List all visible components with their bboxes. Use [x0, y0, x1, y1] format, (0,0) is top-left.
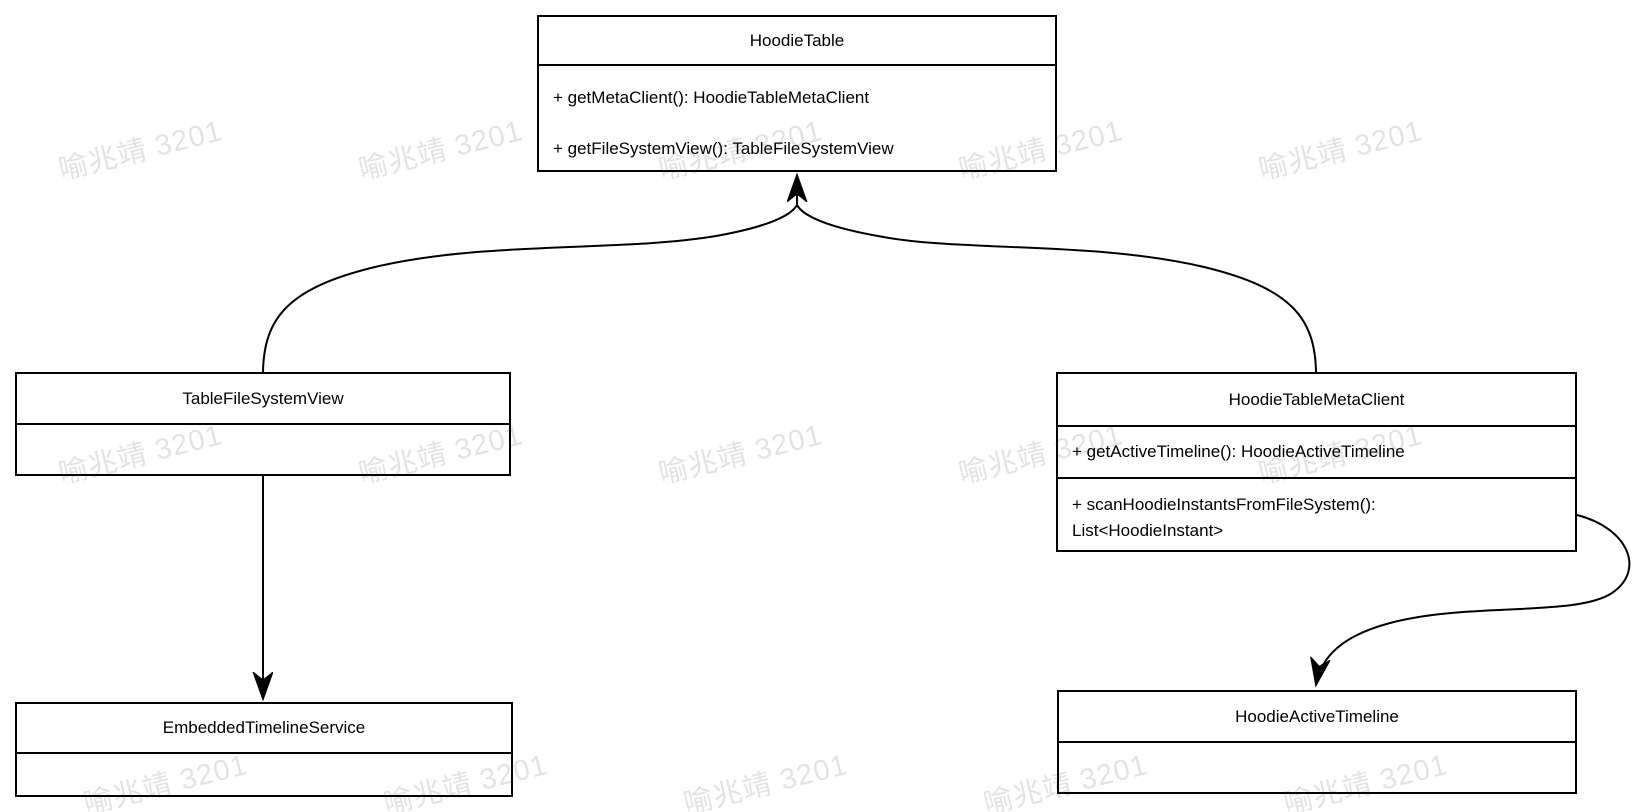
class-embedded-timeline-service: EmbeddedTimelineService [15, 702, 513, 797]
class-table-file-system-view: TableFileSystemView [15, 372, 511, 476]
class-title: EmbeddedTimelineService [17, 704, 511, 754]
empty-compartment [17, 754, 511, 795]
empty-compartment [1059, 743, 1575, 792]
class-title: TableFileSystemView [17, 374, 509, 425]
method-get-active-timeline-row: + getActiveTimeline(): HoodieActiveTimel… [1058, 427, 1575, 479]
class-title: HoodieTable [539, 17, 1055, 66]
class-hoodie-table-meta-client: HoodieTableMetaClient + getActiveTimelin… [1056, 372, 1577, 552]
method-get-file-system-view: + getFileSystemView(): TableFileSystemVi… [553, 139, 894, 158]
method-get-meta-client: + getMetaClient(): HoodieTableMetaClient [553, 88, 870, 107]
edge-hoodietablemetaclient-to-hoodieactivetimeline [1316, 514, 1631, 685]
method-scan-hoodie-instants: + scanHoodieInstantsFromFileSystem(): Li… [1072, 495, 1376, 540]
class-title: HoodieActiveTimeline [1059, 692, 1575, 743]
edge-tablefilesystemview-to-hoodietable [262, 204, 798, 373]
edge-hoodietablemetaclient-to-hoodietable [796, 204, 1317, 373]
class-hoodie-active-timeline: HoodieActiveTimeline [1057, 690, 1577, 794]
class-hoodie-table: HoodieTable + getMetaClient(): HoodieTab… [537, 15, 1057, 172]
methods-compartment: + getMetaClient(): HoodieTableMetaClient… [539, 66, 1055, 170]
empty-compartment [17, 425, 509, 474]
class-title: HoodieTableMetaClient [1058, 374, 1575, 427]
method-get-active-timeline: + getActiveTimeline(): HoodieActiveTimel… [1072, 442, 1405, 461]
